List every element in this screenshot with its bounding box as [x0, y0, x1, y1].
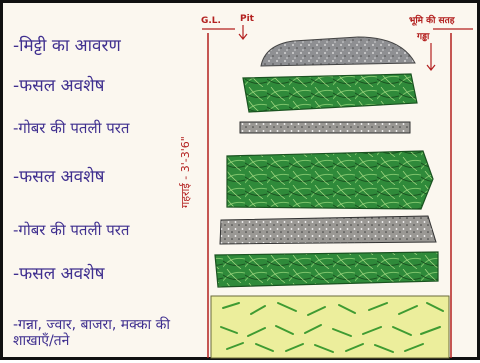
crop-residue-layer-3 [215, 252, 438, 287]
crop-residue-layer-2 [227, 151, 433, 209]
dung-layer-1 [240, 122, 410, 133]
dung-layer-2 [220, 216, 436, 244]
crop-residue-layer-1 [243, 74, 417, 112]
pit-layers-drawing [3, 3, 480, 363]
soil-cover-layer [261, 37, 415, 66]
